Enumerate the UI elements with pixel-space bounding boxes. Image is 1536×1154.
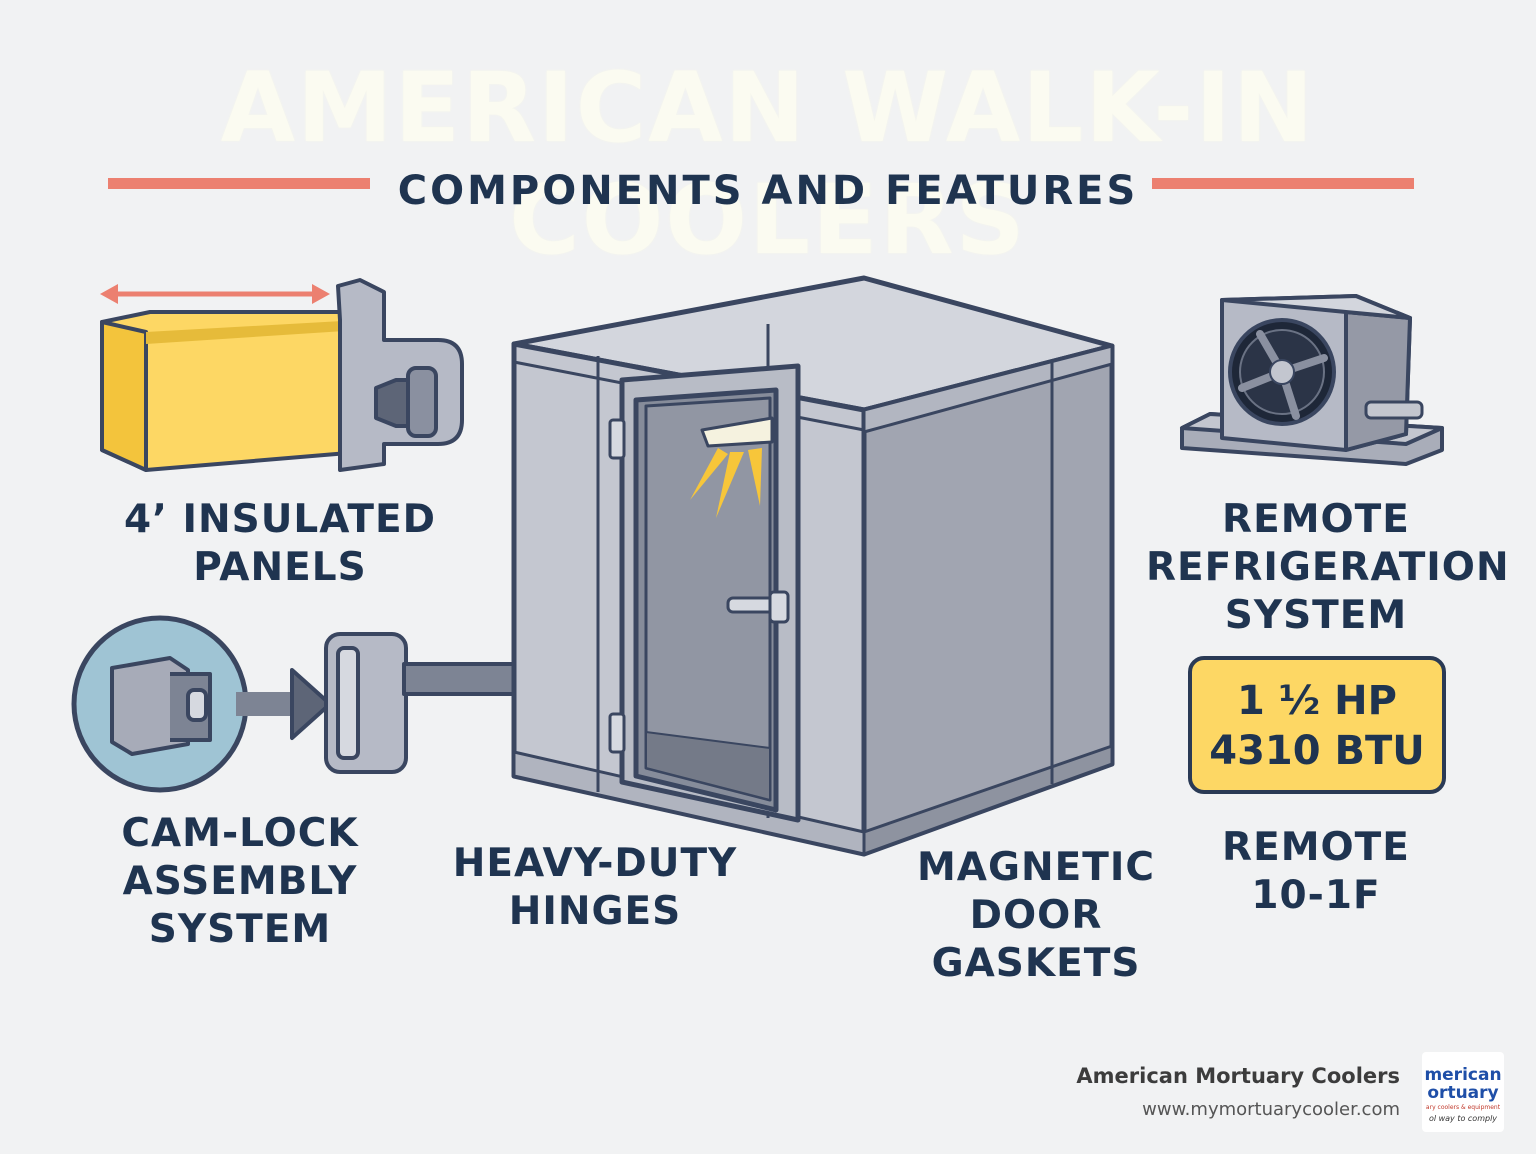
label-line: HEAVY-DUTY (452, 841, 738, 886)
magnetic-door-gaskets-label: MAGNETIC DOOR GASKETS (866, 844, 1206, 988)
label-line: ASSEMBLY (122, 859, 358, 904)
hinge-bottom (608, 712, 626, 754)
spec-btu: 4310 BTU (1209, 728, 1425, 774)
label-line: CAM-LOCK (121, 811, 359, 856)
label-line: MAGNETIC (916, 845, 1156, 890)
remote-temp-label: REMOTE 10-1F (1166, 824, 1466, 920)
brand-url[interactable]: www.mymortuarycooler.com (1142, 1099, 1400, 1120)
cam-lock-label: CAM-LOCK ASSEMBLY SYSTEM (80, 810, 400, 954)
subtitle: COMPONENTS AND FEATURES (397, 168, 1139, 214)
insulated-panels-label: 4’ INSULATED PANELS (110, 496, 450, 592)
arrow-left-icon (100, 284, 118, 304)
cam-lock-illustration (71, 615, 518, 793)
insulated-panel-illustration (100, 278, 464, 472)
spec-hp: 1 ½ HP (1237, 678, 1397, 724)
spec-badge: 1 ½ HP 4310 BTU (1188, 656, 1446, 794)
logo-line-3: ary coolers & equipment (1425, 1104, 1501, 1111)
faded-title: AMERICAN WALK-IN COOLERS (220, 52, 1316, 276)
brand-logo: merican ortuary ary coolers & equipment … (1422, 1052, 1504, 1132)
title-rule-left (108, 178, 370, 189)
walk-in-cooler-illustration (511, 275, 1115, 857)
logo-line-1: merican (1424, 1065, 1502, 1085)
label-line: REMOTE (1222, 497, 1410, 542)
label-line: REFRIGERATION (1146, 545, 1510, 590)
logo-line-2: ortuary (1427, 1083, 1499, 1103)
label-line: PANELS (193, 545, 367, 590)
logo-line-4: ol way to comply (1428, 1114, 1498, 1123)
heavy-duty-hinges-label: HEAVY-DUTY HINGES (440, 840, 750, 936)
brand-name: American Mortuary Coolers (1076, 1064, 1400, 1088)
arrow-right-icon (312, 284, 330, 304)
label-line: DOOR GASKETS (931, 893, 1141, 986)
label-line: 10-1F (1251, 873, 1381, 918)
label-line: HINGES (508, 889, 682, 934)
label-line: 4’ INSULATED (123, 497, 437, 542)
remote-refrigeration-label: REMOTE REFRIGERATION SYSTEM (1146, 496, 1510, 640)
condenser-unit-illustration (1180, 294, 1444, 466)
label-line: REMOTE (1222, 825, 1410, 870)
title-rule-right (1152, 178, 1414, 189)
label-line: SYSTEM (148, 907, 332, 952)
hinge-top (608, 418, 626, 460)
label-line: SYSTEM (1224, 593, 1408, 638)
